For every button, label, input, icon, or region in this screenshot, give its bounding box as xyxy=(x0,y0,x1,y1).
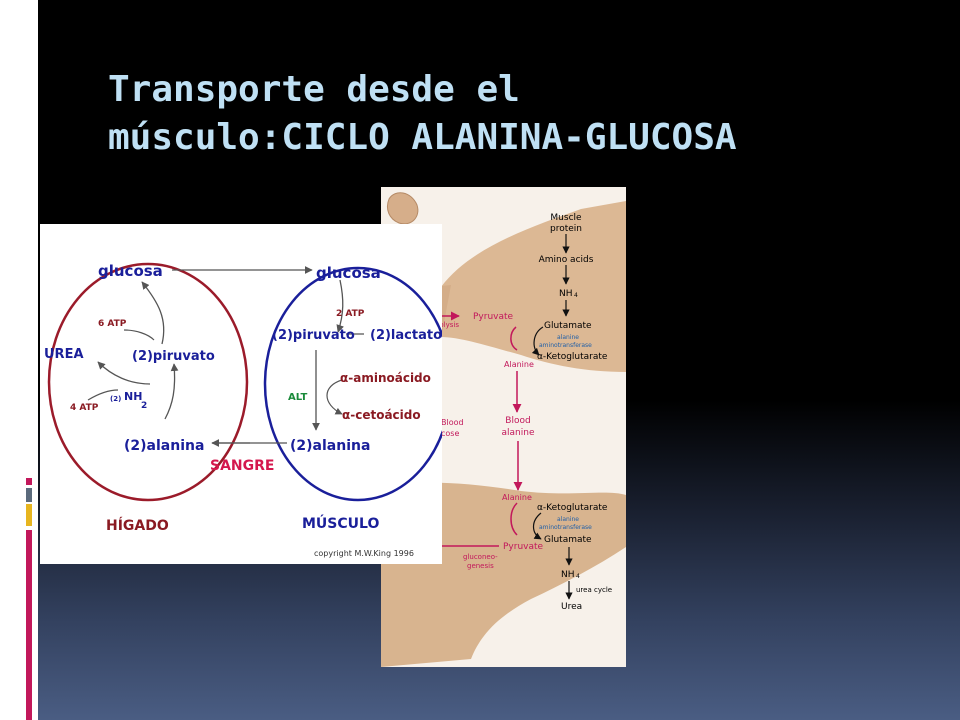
label-copyright: copyright M.W.King 1996 xyxy=(314,549,414,558)
label-nh4-bottom-sub: 4 xyxy=(576,573,580,580)
label-pyruvate-top: Pyruvate xyxy=(473,312,514,322)
label-lactato: (2)lactato xyxy=(370,328,442,343)
arrow-transamination-top-red xyxy=(510,326,518,351)
label-gluconeogenesis-2: genesis xyxy=(467,562,494,570)
label-nh4-top: NH xyxy=(559,289,573,299)
alanine-glucose-cycle-diagram: glucosa 6 ATP UREA (2)piruvato (2) NH 2 … xyxy=(40,224,442,564)
accent-bar-magenta xyxy=(26,478,32,485)
label-liver-alanina: (2)alanina xyxy=(124,438,204,454)
cycle-diagram-svg: glucosa 6 ATP UREA (2)piruvato (2) NH 2 … xyxy=(44,262,442,558)
slide-title-line-2: músculo:CICLO ALANINA-GLUCOSA xyxy=(108,117,737,158)
label-alanine-aminotransferase-top-2: aminotransferase xyxy=(539,342,592,349)
label-alt: ALT xyxy=(288,392,307,403)
arrow-pyruvate-to-glucose xyxy=(141,281,165,345)
label-alanine-aminotransferase-bottom-2: aminotransferase xyxy=(539,524,592,531)
accent-bar-gray xyxy=(26,488,32,502)
label-glutamate-top: Glutamate xyxy=(544,321,592,331)
label-liver-glucosa: glucosa xyxy=(98,262,163,280)
liver-oval xyxy=(47,262,249,502)
label-alanine-aminotransferase-top-1: alanine xyxy=(557,334,579,341)
slide-title: Transporte desde el músculo:CICLO ALANIN… xyxy=(108,66,928,162)
label-protein: protein xyxy=(550,224,582,234)
label-2atp: 2 ATP xyxy=(336,309,365,319)
arm-pathway-svg: Muscle protein Amino acids NH 4 cose gly… xyxy=(381,192,626,667)
label-muscle-alanina: (2)alanina xyxy=(290,438,370,454)
arrow-transamination-bottom-red xyxy=(510,502,518,536)
slide-title-line-1: Transporte desde el xyxy=(108,69,520,110)
arrow-4atp xyxy=(87,389,119,401)
arrow-transamination-top-black xyxy=(531,326,544,356)
arrow-6atp xyxy=(123,329,155,341)
upper-arm-shape xyxy=(441,201,626,372)
label-urea-bottom: Urea xyxy=(561,602,582,612)
label-nh4-top-sub: 4 xyxy=(574,292,578,299)
label-liver-piruvato: (2)piruvato xyxy=(132,349,215,364)
label-4atp: 4 ATP xyxy=(70,403,99,413)
label-sangre: SANGRE xyxy=(210,458,274,474)
accent-bar-yellow xyxy=(26,504,32,526)
label-blood-glucose-2: cose xyxy=(441,429,459,438)
label-muscle: Muscle xyxy=(550,213,582,223)
label-blood-alanine-2: alanine xyxy=(502,428,535,438)
arrow-alanine-to-pyruvate xyxy=(164,363,179,420)
label-muscle-glucosa: glucosa xyxy=(316,264,381,282)
label-nh2: NH xyxy=(124,390,142,403)
label-ketoglutarate-top: α-Ketoglutarate xyxy=(537,352,608,362)
label-glutamate-bottom: Glutamate xyxy=(544,535,592,545)
label-cetoacido: α-cetoácido xyxy=(342,408,421,422)
label-gluconeogenesis-1: gluconeo- xyxy=(463,553,498,561)
liver-shape xyxy=(381,482,626,667)
label-nh2-prefix: (2) xyxy=(110,395,121,403)
accent-bar-long-magenta xyxy=(26,530,32,720)
label-blood-alanine-1: Blood xyxy=(505,416,530,426)
label-nh2-sub: 2 xyxy=(141,401,147,411)
label-higado: HÍGADO xyxy=(106,517,169,534)
label-urea-cycle: urea cycle xyxy=(576,586,612,594)
fist-shape xyxy=(386,192,419,225)
left-white-strip xyxy=(0,0,38,720)
label-muscle-piruvato: (2)piruvato xyxy=(272,328,355,343)
label-musculo: MÚSCULO xyxy=(302,514,379,532)
label-glycolysis: glycolysis xyxy=(425,321,459,329)
label-alanine-top: Alanine xyxy=(504,360,534,369)
label-aminoacido: α-aminoácido xyxy=(340,371,431,385)
arrow-alt-transamination xyxy=(326,379,343,415)
label-alanine-aminotransferase-bottom-1: alanine xyxy=(557,516,579,523)
muscle-oval xyxy=(263,266,442,502)
label-alanine-bottom: Alanine xyxy=(502,493,532,502)
label-urea: UREA xyxy=(44,347,84,362)
arrow-transamination-bottom-black xyxy=(532,512,542,540)
label-blood-glucose-1: Blood xyxy=(441,418,464,427)
arrow-nh2-to-urea xyxy=(97,361,151,385)
label-pyruvate-bottom: Pyruvate xyxy=(503,542,544,552)
label-amino-acids: Amino acids xyxy=(539,255,594,265)
label-6atp: 6 ATP xyxy=(98,319,127,329)
arrow-glucose-to-pyruvate xyxy=(336,279,344,333)
label-nh4-bottom: NH xyxy=(561,570,575,580)
label-ketoglutarate-bottom: α-Ketoglutarate xyxy=(537,503,608,513)
